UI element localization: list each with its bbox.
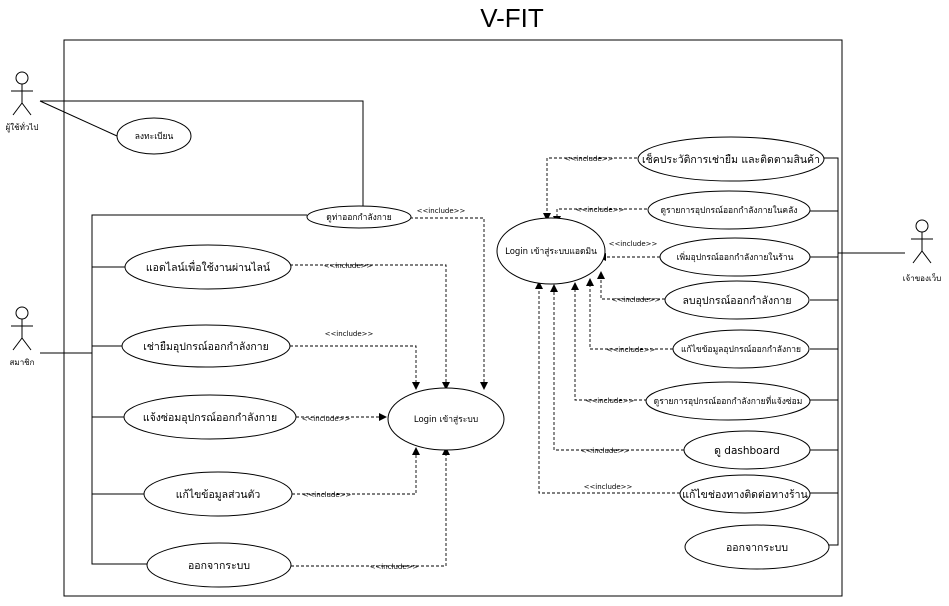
usecase-list-stock: ดูรายการอุปกรณ์ออกกำลังกายในคลัง: [647, 190, 811, 230]
usecase-check-history: เช็คประวัติการเช่ายืม และติดตามสินค้า: [637, 136, 825, 182]
usecase-register: ลงทะเบียน: [116, 117, 192, 155]
include-label: <<include>>: [565, 155, 614, 163]
svg-text:แก้ไขช่องทางติดต่อทางร้าน: แก้ไขช่องทางติดต่อทางร้าน: [682, 488, 808, 501]
svg-text:ดูท่าออกกำลังกาย: ดูท่าออกกำลังกาย: [326, 213, 391, 223]
svg-text:เช่ายืมอุปกรณ์ออกกำลังกาย: เช่ายืมอุปกรณ์ออกกำลังกาย: [143, 340, 269, 353]
system-boundary: [63, 39, 843, 597]
usecase-add-equipment: เพิ่มอุปกรณ์ออกกำลังกายในร้าน: [659, 237, 811, 277]
actor-owner-label: เจ้าของเว็บ: [903, 273, 941, 283]
svg-text:แอดไลน์เพื่อใช้งานผ่านไลน์: แอดไลน์เพื่อใช้งานผ่านไลน์: [146, 260, 270, 274]
svg-text:ดูรายการอุปกรณ์ออกกำลังกายในคล: ดูรายการอุปกรณ์ออกกำลังกายในคลัง: [661, 205, 798, 216]
usecase-borrow: เช่ายืมอุปกรณ์ออกกำลังกาย: [121, 324, 291, 368]
include-label: <<include>>: [303, 491, 352, 499]
usecase-view-equipment: ดูท่าออกกำลังกาย: [306, 205, 412, 229]
include-label: <<include>>: [584, 483, 633, 491]
include-label: <<include>>: [324, 262, 373, 270]
include-label: <<include>>: [370, 563, 419, 571]
svg-text:ลงทะเบียน: ลงทะเบียน: [135, 131, 174, 142]
svg-text:เช็คประวัติการเช่ายืม และติดตา: เช็คประวัติการเช่ายืม และติดตามสินค้า: [642, 152, 820, 166]
svg-text:Login เข้าสู่ระบบแอดมิน: Login เข้าสู่ระบบแอดมิน: [505, 246, 597, 257]
include-label: <<include>>: [612, 296, 661, 304]
actor-member: สมาชิก: [10, 306, 35, 367]
actor-general-user: ผู้ใช้ทั่วไป: [6, 71, 39, 133]
include-label: <<include>>: [586, 397, 635, 405]
svg-text:ออกจากระบบ: ออกจากระบบ: [726, 542, 788, 554]
actor-general-label: ผู้ใช้ทั่วไป: [6, 121, 39, 133]
include-labels: <<include>> <<include>> <<include>> <<in…: [302, 155, 661, 571]
usecase-list-repair: ดูรายการอุปกรณ์ออกกำลังกายที่แจ้งซ่อม: [645, 381, 811, 421]
usecase-logout-member: ออกจากระบบ: [146, 542, 292, 588]
usecase-login-admin: Login เข้าสู่ระบบแอดมิน: [496, 217, 606, 285]
svg-text:แก้ไขข้อมูลส่วนตัว: แก้ไขข้อมูลส่วนตัว: [176, 488, 261, 501]
usecase-edit-contact: แก้ไขช่องทางติดต่อทางร้าน: [679, 474, 811, 514]
svg-text:ลบอุปกรณ์ออกกำลังกาย: ลบอุปกรณ์ออกกำลังกาย: [683, 294, 792, 307]
usecase-report-repair: แจ้งซ่อมอุปกรณ์ออกกำลังกาย: [123, 394, 297, 440]
actor-member-label: สมาชิก: [10, 358, 35, 367]
svg-text:Login เข้าสู่ระบบ: Login เข้าสู่ระบบ: [414, 414, 478, 425]
include-dependencies: [290, 157, 684, 567]
include-label: <<include>>: [325, 330, 374, 338]
svg-text:เพิ่มอุปกรณ์ออกกำลังกายในร้าน: เพิ่มอุปกรณ์ออกกำลังกายในร้าน: [677, 251, 794, 263]
include-label: <<include>>: [609, 240, 658, 248]
svg-text:แก้ไขข้อมูลอุปกรณ์ออกกำลังกาย: แก้ไขข้อมูลอุปกรณ์ออกกำลังกาย: [681, 344, 801, 355]
include-label: <<include>>: [581, 447, 630, 455]
usecase-delete-equipment: ลบอุปกรณ์ออกกำลังกาย: [664, 280, 810, 320]
usecase-line-add: แอดไลน์เพื่อใช้งานผ่านไลน์: [124, 244, 292, 290]
usecase-edit-profile: แก้ไขข้อมูลส่วนตัว: [143, 471, 293, 517]
usecase-edit-equipment: แก้ไขข้อมูลอุปกรณ์ออกกำลังกาย: [672, 329, 810, 369]
svg-text:แจ้งซ่อมอุปกรณ์ออกกำลังกาย: แจ้งซ่อมอุปกรณ์ออกกำลังกาย: [143, 411, 277, 424]
diagram-title: V-FIT: [480, 3, 544, 33]
actor-owner: เจ้าของเว็บ: [903, 219, 941, 283]
include-label: <<include>>: [417, 207, 466, 215]
usecase-logout-owner: ออกจากระบบ: [684, 524, 830, 570]
svg-text:ดู dashboard: ดู dashboard: [714, 445, 780, 457]
include-label: <<include>>: [302, 415, 351, 423]
usecase-login: Login เข้าสู่ระบบ: [387, 387, 505, 451]
include-label: <<include>>: [576, 206, 625, 214]
associations: [39, 100, 905, 565]
svg-text:ออกจากระบบ: ออกจากระบบ: [188, 560, 250, 572]
svg-text:ดูรายการอุปกรณ์ออกกำลังกายที่แ: ดูรายการอุปกรณ์ออกกำลังกายที่แจ้งซ่อม: [654, 395, 803, 407]
usecase-dashboard: ดู dashboard: [683, 430, 811, 470]
include-label: <<include>>: [607, 346, 656, 354]
